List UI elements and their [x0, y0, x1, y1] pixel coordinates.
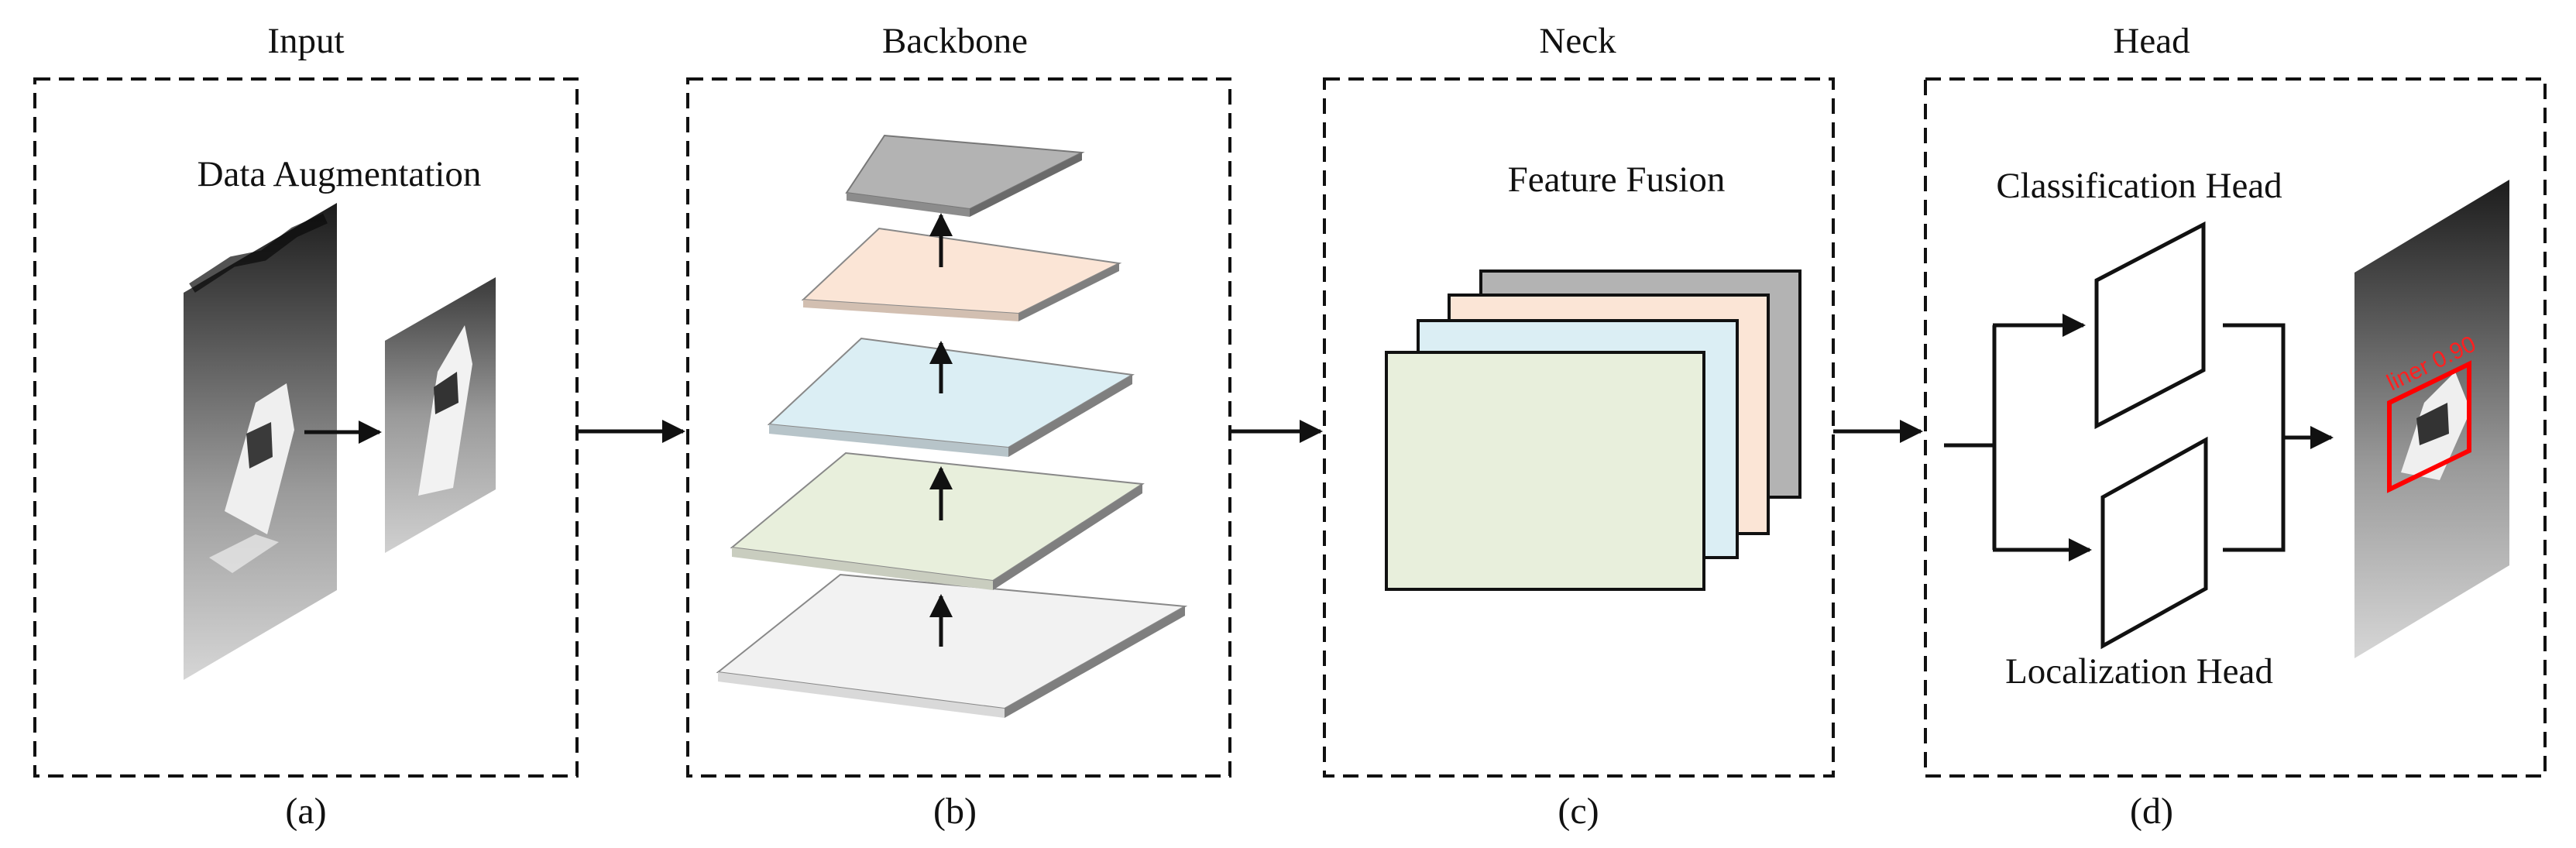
head-frame — [1924, 77, 2547, 778]
caption-c: (c) — [1558, 791, 1599, 832]
merge-connector — [2223, 323, 2286, 552]
input-frame — [33, 77, 579, 778]
input-panel: Input Data Augmentation (a) — [33, 21, 579, 832]
neck-title: Neck — [1539, 21, 1616, 61]
neck-panel: Neck Feature Fusion (c) — [1323, 21, 1835, 832]
output-image: liner 0.90 — [2354, 180, 2509, 658]
backbone-title: Backbone — [882, 21, 1028, 61]
input-image-augmented — [385, 277, 496, 553]
detection-box — [2387, 360, 2471, 493]
backbone-layer-4 — [801, 227, 1122, 321]
fusion-map-green — [1385, 351, 1705, 591]
backbone-frame — [686, 77, 1231, 778]
input-title: Input — [267, 21, 344, 61]
head-panel: Head Classification Head Localization He… — [1924, 21, 2547, 832]
caption-d: (d) — [2130, 791, 2173, 832]
backbone-panel: Backbone — [686, 21, 1231, 832]
classification-head-label: Classification Head — [1996, 166, 2282, 206]
head-title: Head — [2113, 21, 2190, 61]
backbone-layer-2 — [730, 451, 1145, 590]
neck-frame — [1323, 77, 1835, 778]
caption-a: (a) — [285, 791, 326, 832]
localization-head-block — [2100, 436, 2208, 650]
caption-b: (b) — [933, 791, 977, 832]
feature-fusion-label: Feature Fusion — [1508, 160, 1726, 200]
data-augmentation-label: Data Augmentation — [197, 154, 482, 194]
input-image-original — [184, 203, 337, 680]
backbone-layer-1 — [716, 573, 1188, 718]
classification-head-block — [2094, 221, 2206, 430]
backbone-layer-5 — [845, 134, 1085, 217]
backbone-layer-3 — [767, 337, 1135, 457]
localization-head-label: Localization Head — [2005, 651, 2273, 692]
